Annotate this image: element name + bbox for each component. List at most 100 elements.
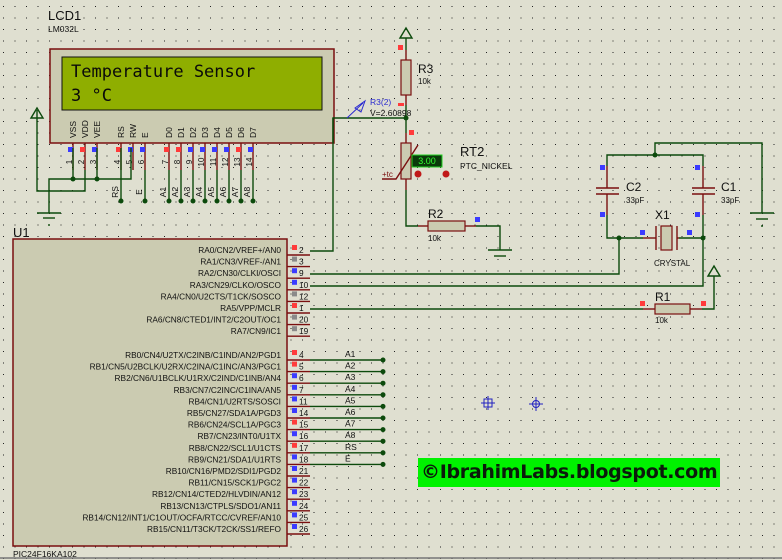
c1-ref: C1: [721, 180, 737, 194]
u1-pin-number: 14: [299, 408, 309, 418]
u1-pin-number: 15: [299, 420, 309, 430]
c2-capacitor[interactable]: C2 33pF: [596, 165, 644, 217]
junction-dot: [380, 380, 386, 386]
u1-pin-name: RB1/CN5/U2BCLK/U2RX/C2INA/C1INC/AN3/PGC1: [90, 362, 282, 372]
crosshair-cursor: [529, 397, 543, 411]
rt2-model: PTC_NICKEL: [460, 161, 513, 171]
c2-value: 33pF: [626, 196, 644, 205]
pin-state-marker: [200, 147, 205, 152]
rt2-thermistor[interactable]: +tc 3.00 RT2 PTC_NICKEL: [382, 118, 513, 227]
u1-pin-name: RB15/CN11/T3CK/T2CK/SS1/REFO: [147, 524, 282, 534]
lcd-pin-number: 9: [185, 159, 194, 164]
lcd-pin-number: 5: [125, 159, 134, 164]
lcd-pin-label: E: [140, 132, 150, 138]
lcd-pin-label: RS: [116, 126, 126, 138]
lcd-pin-label: D2: [188, 127, 198, 138]
net-label: A1: [345, 349, 356, 359]
u1-pin-name: RB2/CN6/U1BCLK/U1RX/C2IND/C1INB/AN4: [115, 373, 282, 383]
u1-pin-number: 2: [299, 245, 304, 255]
u1-body: [12, 238, 288, 547]
r1-ref: R1: [655, 290, 671, 304]
pin-state-marker: [212, 147, 217, 152]
rt2-temperature-display[interactable]: [411, 154, 443, 168]
pin-state-marker: [292, 512, 297, 518]
temp-decrease-button[interactable]: [414, 170, 422, 178]
rt2-temperature-value: 3.00: [418, 156, 436, 166]
oscillator-circuit[interactable]: C2 33pF C1 33pF X1 CR: [310, 142, 774, 287]
lcd-net-label: A5: [206, 187, 216, 198]
r1-resistor[interactable]: R1 10k: [310, 264, 722, 325]
junction-dot: [380, 450, 386, 456]
u1-pin-number: 22: [299, 478, 309, 488]
pin-state-low: [600, 212, 605, 217]
lcd-pin-number: 4: [113, 159, 122, 164]
pin-state-high: [398, 45, 403, 50]
u1-pin-number: 24: [299, 501, 309, 511]
x1-crystal[interactable]: X1 CRYSTAL: [606, 208, 706, 268]
pin-state-marker: [292, 361, 297, 367]
lcd-pin-label: D6: [236, 127, 246, 138]
pin-state-marker: [292, 326, 297, 332]
pin-state-marker: [292, 442, 297, 448]
u1-pin-name: RB0/CN4/U2TX/C2INB/C1IND/AN2/PGD1: [125, 350, 281, 360]
u1-pin-name: RA1/CN3/VREF-/AN1: [200, 257, 281, 267]
r2-resistor[interactable]: R2 10k: [418, 207, 512, 257]
u1-pin-number: 16: [299, 431, 309, 441]
pin-state-marker: [292, 431, 297, 437]
lcd-pin-number: 6: [137, 159, 146, 164]
u1-pin-number: 26: [299, 524, 309, 534]
voltage-probe[interactable]: R3(2) V=2.60898: [346, 97, 412, 119]
pin-state-high: [398, 103, 404, 106]
temp-increase-button[interactable]: [442, 170, 450, 178]
pin-state-low: [695, 212, 700, 217]
u1-pin-name: RB13/CN13/CTPLS/SDO1/AN11: [160, 501, 281, 511]
junction-dot: [380, 403, 386, 409]
r1-body: [654, 303, 691, 315]
r3-value: 10k: [418, 77, 432, 86]
c1-capacitor[interactable]: C1 33pF: [692, 165, 739, 217]
pin-state-marker: [68, 147, 73, 152]
u1-pin-name: RB3/CN7/C2INC/C1INA/AN5: [174, 385, 282, 395]
u1-pin-name: RB5/CN27/SDA1A/PGD3: [187, 408, 281, 418]
x1-model: CRYSTAL: [654, 259, 691, 268]
lcd-pin-number: 1: [65, 159, 74, 164]
pin-state-marker: [292, 245, 297, 250]
pin-state-marker: [176, 147, 181, 152]
u1-pin-name: RB6/CN24/SCL1A/PGC3: [188, 420, 282, 430]
r2-body: [427, 220, 466, 232]
junction-dot: [166, 198, 172, 204]
c2-ref: C2: [626, 180, 642, 194]
lcd-pin-number: 14: [245, 157, 254, 166]
pin-state-marker: [224, 147, 229, 152]
u1-pin-name: RA4/CN0/U2CTS/T1CK/SOSCO: [161, 291, 282, 301]
c1-value: 33pF: [721, 196, 739, 205]
u1-pin-number: 3: [299, 257, 304, 267]
lcd-pin-number: 10: [197, 157, 206, 166]
junction-dot: [190, 198, 196, 204]
u1-pin-name: RB4/CN1/U2RTS/SOSCI: [188, 396, 281, 406]
u1-pin-number: 4: [299, 350, 304, 360]
probe-reading: V=2.60898: [370, 108, 412, 118]
junction-dot: [142, 198, 148, 204]
lcd-pin-label: VEE: [92, 121, 102, 138]
osco-wire: [310, 238, 704, 287]
u1-pin-number: 19: [299, 326, 309, 336]
r1-value: 10k: [655, 316, 669, 325]
lcd-component[interactable]: LCD1 LM032L Temperature Sensor 3 °C VSS1…: [48, 8, 335, 204]
pin-state-low: [695, 165, 700, 170]
lcd-model: LM032L: [48, 24, 79, 34]
pin-state-marker: [292, 419, 297, 425]
origin-marker: [481, 396, 495, 410]
lcd-net-label: E: [134, 189, 144, 195]
lcd-net-label: A7: [230, 187, 240, 198]
junction-dot: [202, 198, 208, 204]
lcd-pin-label: VSS: [68, 121, 78, 138]
lcd-pin-number: 7: [161, 159, 170, 164]
u1-pin-number: 1: [299, 303, 304, 313]
lcd-net-label: A8: [242, 187, 252, 198]
r3-ref: R3: [418, 62, 434, 76]
u1-pin-number: 18: [299, 454, 309, 464]
pin-state-marker: [236, 147, 241, 152]
